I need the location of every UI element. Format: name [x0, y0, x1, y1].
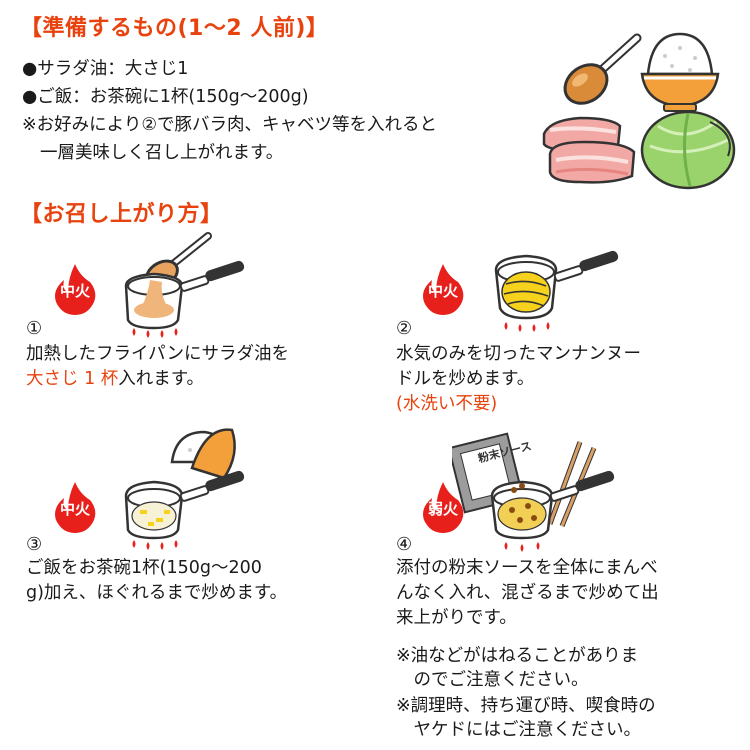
step1-flame: 中火 — [52, 262, 98, 316]
step1-pan-illustration — [124, 232, 245, 338]
caution-note-1-line1: ※油などがはねることがありま — [396, 646, 639, 666]
flame-icon — [423, 482, 464, 533]
ingredient-note-line2: 一層美味しく召し上がれます。 — [40, 143, 284, 163]
step1-oil-amount: 大さじ 1 杯 — [26, 369, 119, 389]
step1-number: ① — [26, 318, 43, 339]
step4-text-line3: 来上がりです。 — [396, 608, 517, 628]
cabbage-icon — [640, 110, 736, 190]
step2-no-rinse-note: (水洗い不要) — [396, 394, 498, 414]
burner-flame-icon — [504, 322, 550, 332]
rice-bowl-icon — [640, 32, 720, 112]
flame-icon — [423, 264, 464, 315]
step3-pan-illustration — [124, 428, 245, 550]
flame-icon — [55, 482, 96, 533]
frying-pan-icon — [124, 470, 245, 540]
heat-level-label: 中火 — [427, 282, 458, 300]
step1-text-line2: 大さじ 1 杯入れます。 — [26, 367, 204, 392]
step2-text-line2: ドルを炒めます。 — [396, 369, 535, 389]
step3-number: ③ — [26, 534, 43, 555]
caution-note-2-line2: ヤケドにはご注意ください。 — [396, 720, 641, 740]
burner-flame-icon — [132, 540, 178, 550]
frying-pan-icon — [494, 250, 619, 320]
step4-number: ④ — [396, 534, 413, 555]
ingredient-rice: ●ご飯：お茶碗に1杯(150g～200g) — [22, 87, 309, 107]
pork-belly-icon — [542, 116, 636, 184]
spoon-icon — [563, 33, 642, 105]
step2-number: ② — [396, 318, 413, 339]
step3-text-line1: ご飯をお茶碗1杯(150g～200 — [26, 558, 262, 578]
burner-flame-icon — [132, 328, 178, 338]
ingredients-heading: 【準備するもの(1～2 人前)】 — [20, 16, 329, 41]
step1-text-line2-rest: 入れます。 — [118, 369, 205, 389]
directions-heading: 【お召し上がり方】 — [20, 202, 223, 227]
step3-text-line2: g)加え、ほぐれるまで炒めます。 — [26, 583, 288, 603]
flame-icon — [55, 264, 96, 315]
step4-flame: 弱火 — [420, 480, 466, 534]
step2-flame: 中火 — [420, 262, 466, 316]
caution-note-1-line2: のでご注意ください。 — [396, 670, 589, 690]
step1-text-line1: 加熱したフライパンにサラダ油を — [26, 344, 290, 364]
step4-text-line1: 添付の粉末ソースを全体にまんべ — [396, 558, 658, 578]
step3-flame: 中火 — [52, 480, 98, 534]
caution-note-2-line1: ※調理時、持ち運び時、喫食時の — [396, 696, 656, 716]
frying-pan-icon — [124, 260, 245, 330]
ingredient-oil: ●サラダ油：大さじ1 — [22, 59, 189, 79]
heat-level-label: 中火 — [59, 500, 90, 518]
heat-level-label: 中火 — [59, 282, 90, 300]
step4-pan-illustration: 粉末ソース — [452, 432, 615, 552]
step4-text-line2: んなく入れ、混ざるまで炒めて出 — [396, 583, 659, 603]
frying-pan-icon — [490, 470, 615, 540]
heat-level-label: 弱火 — [427, 500, 458, 518]
burner-flame-icon — [504, 542, 540, 552]
step2-text-line1: 水気のみを切ったマンナンヌー — [396, 344, 641, 364]
step2-pan-illustration — [494, 250, 619, 332]
ingredients-illustration — [542, 32, 736, 190]
ingredient-note-line1: ※お好みにより②で豚バラ肉、キャベツ等を入れると — [22, 115, 437, 135]
rice-bowl-icon — [170, 428, 236, 480]
